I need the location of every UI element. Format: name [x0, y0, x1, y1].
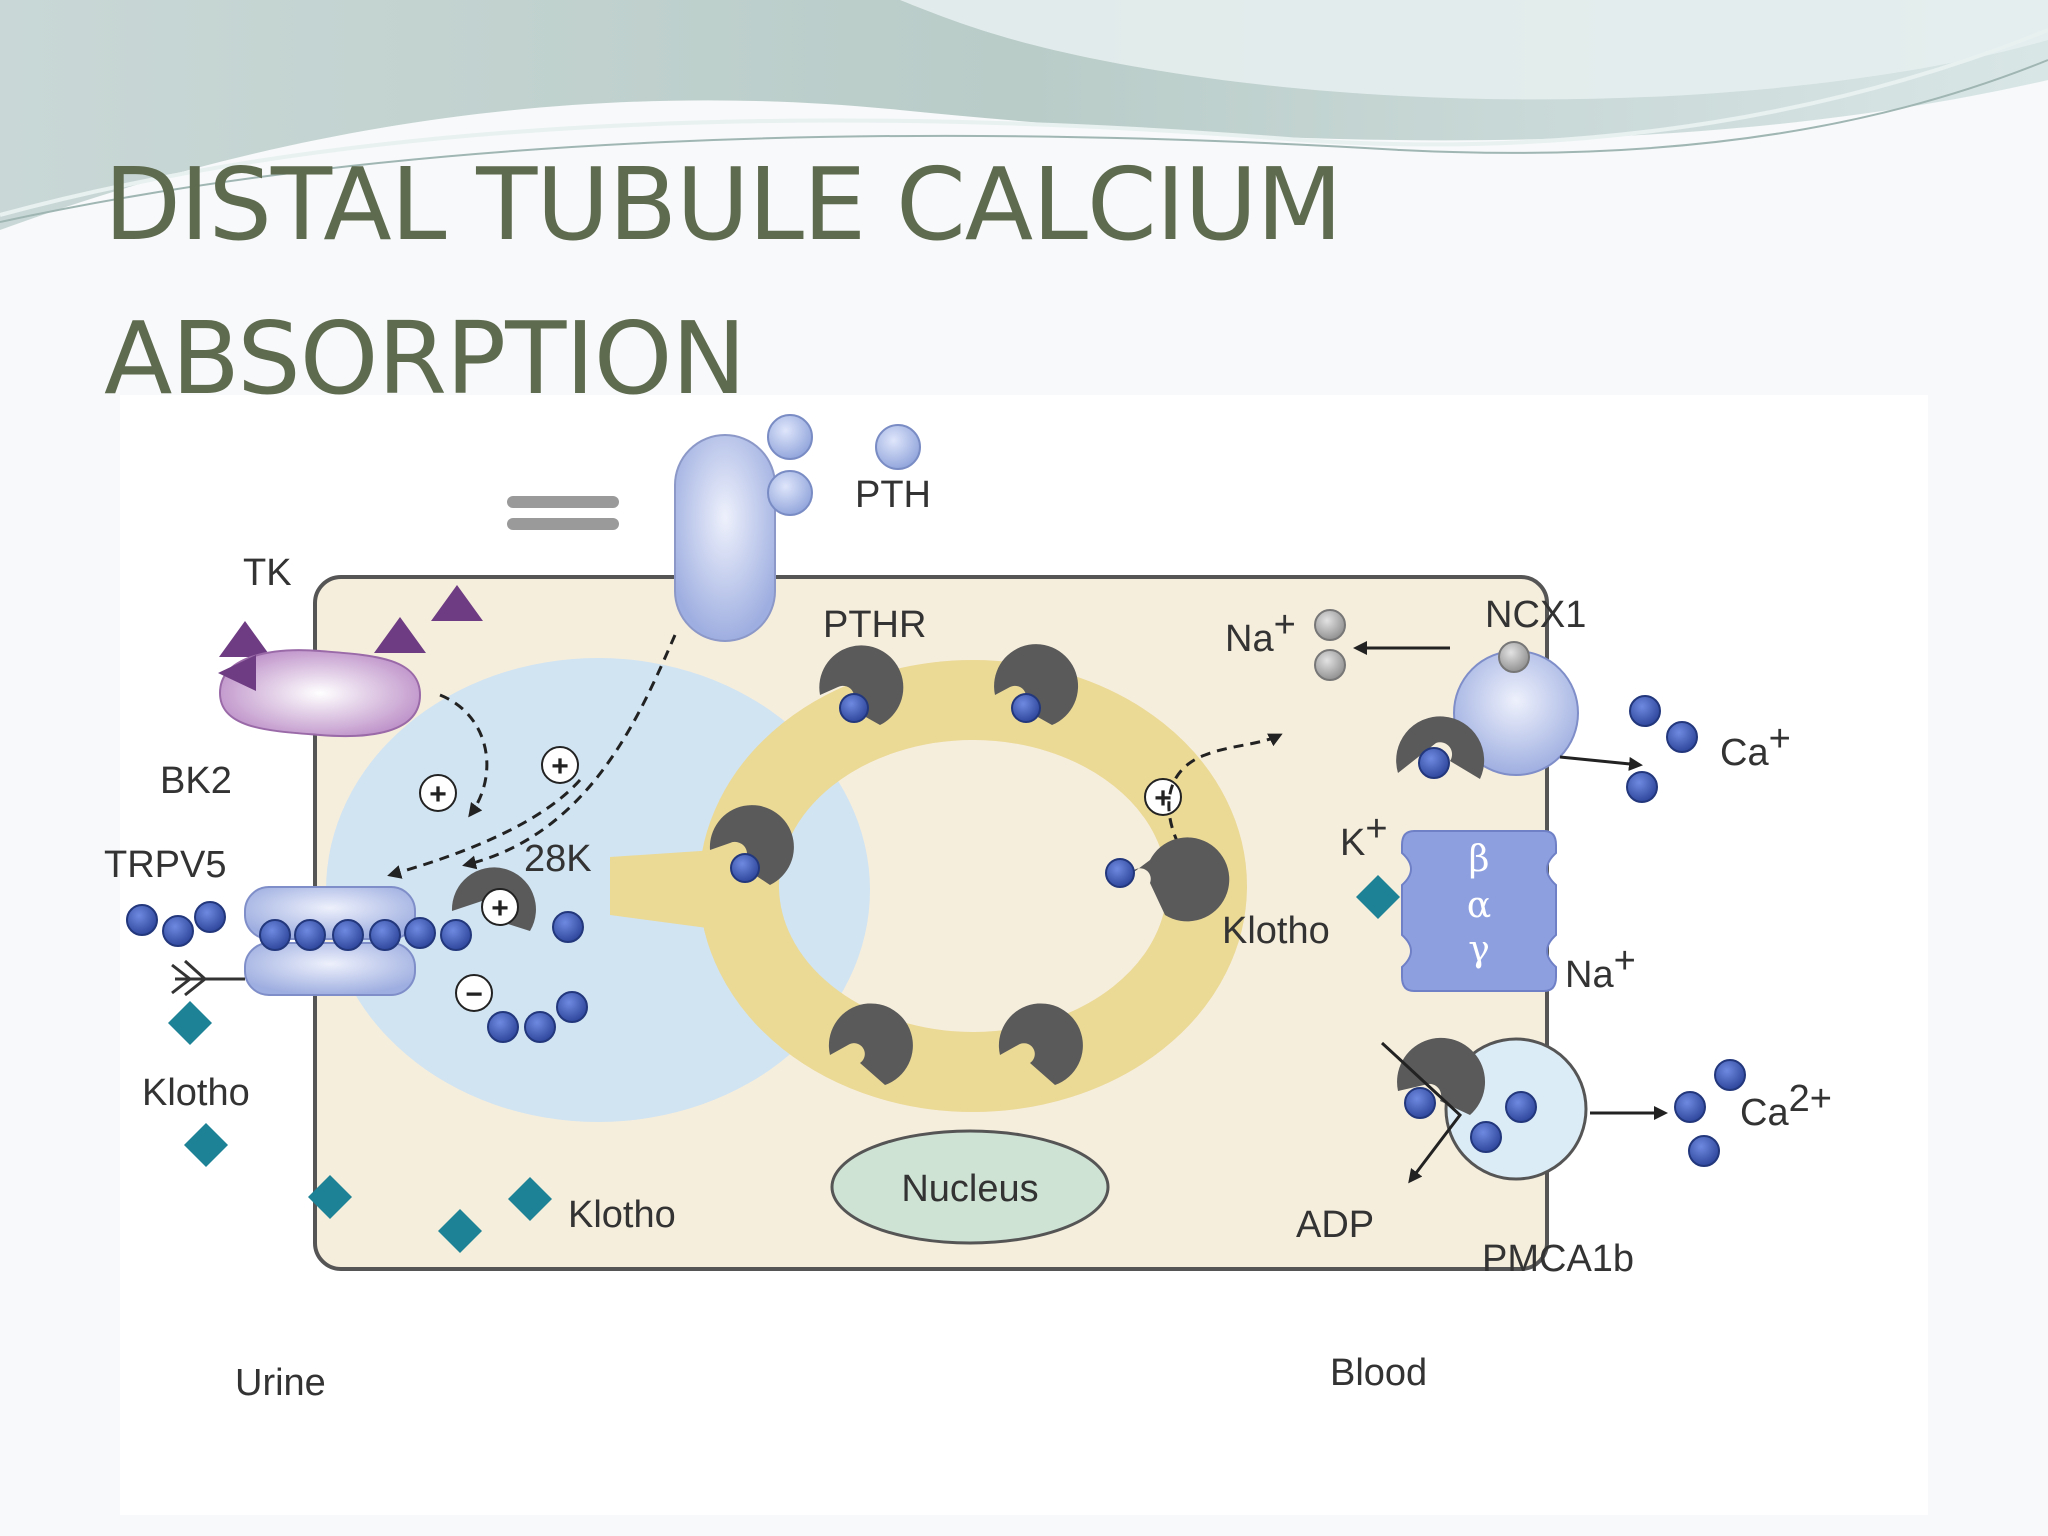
calcium-label-pmca: Ca2+ — [1740, 1078, 1832, 1134]
na-k-atpase — [1401, 830, 1557, 992]
pth-label: PTH — [855, 474, 931, 516]
sodium-label-atpase: Na+ — [1565, 940, 1636, 996]
blood-compartment-label: Blood — [1330, 1352, 1427, 1394]
pth-molecule — [875, 424, 921, 470]
svg-text:+: + — [429, 778, 447, 811]
calbindin-label: 28K — [524, 838, 592, 880]
svg-text:+: + — [551, 750, 569, 783]
stimulation-sign: + — [1144, 778, 1182, 816]
nucleus-label: Nucleus — [901, 1168, 1038, 1210]
trpv5-label: TRPV5 — [104, 844, 226, 886]
calcium-ions-cytosol — [487, 911, 588, 1043]
atpase-alpha-subunit: α — [1467, 885, 1491, 926]
sodium-ion — [1314, 649, 1346, 681]
stimulation-sign: + — [419, 774, 457, 812]
bk2-receptor — [218, 649, 422, 738]
calcium-transport-diagram: Nucleus PTH PTHR TK BK2 TRPV5 28K — [104, 395, 1928, 1515]
ncx1-label: NCX1 — [1485, 594, 1586, 636]
calcium-ion-bound — [1418, 747, 1450, 779]
klotho-label-urine: Klotho — [142, 1072, 250, 1114]
stimulation-sign: + — [541, 746, 579, 784]
pthr-signal-arrow — [462, 634, 677, 870]
calcium-ion-pmca — [1404, 1087, 1436, 1119]
calcium-ions-trpv5 — [126, 901, 472, 951]
sodium-label: Na+ — [1225, 604, 1296, 660]
pthr-signal-arrow-2 — [387, 779, 582, 879]
calcium-efflux-arrow-ncx1 — [1559, 755, 1643, 771]
atpase-gamma-subunit: γ — [1468, 929, 1490, 970]
klotho-label-blood: Klotho — [1222, 910, 1330, 952]
pmca1b-label: PMCA1b — [1482, 1238, 1634, 1280]
trpv5-channel — [244, 942, 416, 996]
bk2-label: BK2 — [160, 760, 232, 802]
tk-molecule — [374, 617, 426, 653]
tk-molecule-bound — [218, 655, 256, 691]
calcium-label-ncx1: Ca+ — [1720, 718, 1791, 774]
klotho-molecule — [1356, 875, 1400, 919]
calcium-ions-blood-ncx1 — [1626, 695, 1698, 803]
membrane-bar — [507, 496, 619, 508]
stimulation-sign: + — [481, 888, 519, 926]
calbindin-ring-connector — [610, 847, 760, 935]
pth-molecule — [767, 470, 813, 516]
sodium-ion — [1314, 609, 1346, 641]
pthr-label: PTHR — [823, 604, 926, 646]
pth-molecule — [767, 414, 813, 460]
potassium-label: K+ — [1340, 808, 1388, 864]
calbindin-molecules — [709, 644, 1230, 1085]
trpv5-glycan — [171, 959, 245, 997]
slide-header-banner — [0, 0, 2048, 260]
adp-label: ADP — [1296, 1204, 1374, 1246]
membrane-bar — [507, 518, 619, 530]
calcium-ion-pmca — [1470, 1121, 1502, 1153]
tk-molecule — [431, 585, 483, 621]
sodium-ion-bound — [1498, 641, 1530, 673]
slide-title-line-1: DISTAL TUBULE CALCIUM — [104, 146, 1343, 263]
klotho-label-cell: Klotho — [568, 1194, 676, 1236]
bk2-signal-arrow — [439, 693, 489, 818]
atp-hydrolysis-arrow — [1380, 1041, 1463, 1184]
calbindin-ncx1 — [1396, 716, 1485, 779]
calcium-ion-pmca — [1505, 1091, 1537, 1123]
atpase-beta-subunit: β — [1469, 839, 1490, 880]
tk-label: TK — [243, 552, 292, 594]
calcium-ions-blood-pmca — [1674, 1059, 1746, 1167]
inhibition-sign: − — [455, 974, 493, 1012]
calbindin-pmca — [1397, 1037, 1486, 1115]
pthr-receptor — [674, 434, 776, 642]
urine-compartment-label: Urine — [235, 1362, 326, 1404]
svg-text:−: − — [465, 978, 483, 1011]
tk-molecule — [219, 621, 271, 657]
slide-title: DISTAL TUBULE CALCIUM ABSORPTION — [104, 128, 1343, 436]
svg-text:+: + — [491, 892, 509, 925]
klotho-molecules-urine — [168, 1001, 552, 1253]
nucleus — [830, 1129, 1110, 1245]
